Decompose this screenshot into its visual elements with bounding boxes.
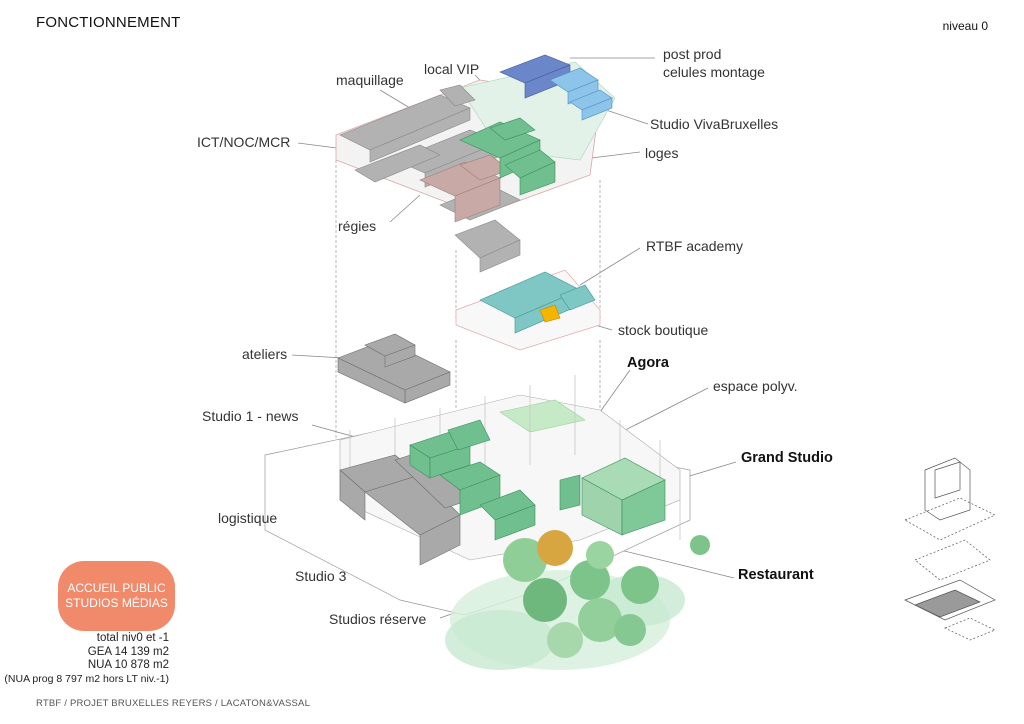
label-studios-reserve: Studios réserve (329, 611, 427, 627)
label-espace-polyv: espace polyv. (713, 378, 798, 394)
label-agora: Agora (627, 355, 669, 371)
badge-line2: STUDIOS MÉDIAS (65, 596, 168, 610)
footer-credit: RTBF / PROJET BRUXELLES REYERS / LACATON… (36, 698, 311, 709)
stats-total: total niv0 et -1 (96, 632, 169, 644)
label-celules-montage: celules montage (663, 64, 765, 80)
stats-nua: NUA 10 878 m2 (87, 659, 169, 671)
label-studio1-news: Studio 1 - news (202, 408, 299, 424)
label-logistique: logistique (218, 510, 278, 526)
level-label: niveau 0 (942, 19, 988, 33)
stats-nua-prog: (NUA prog 8 797 m2 hors LT niv.-1) (4, 672, 169, 685)
label-stock-boutique: stock boutique (618, 322, 709, 338)
stats-gea: GEA 14 139 m2 (87, 645, 169, 658)
label-ict-noc-mcr: ICT/NOC/MCR (197, 134, 291, 150)
badge-line1: ACCUEIL PUBLIC (67, 581, 166, 595)
accueil-public-badge: ACCUEIL PUBLIC STUDIOS MÉDIAS (58, 561, 175, 631)
label-restaurant: Restaurant (738, 567, 814, 583)
page-title: FONCTIONNEMENT (36, 14, 181, 31)
label-post-prod: post prod (663, 46, 722, 62)
label-studio-vivabruxelles: Studio VivaBruxelles (650, 116, 779, 132)
label-regies: régies (338, 218, 377, 234)
area-stats: total niv0 et -1 GEA 14 139 m2 NUA 10 87… (4, 632, 169, 686)
label-studio3: Studio 3 (295, 568, 347, 584)
label-local-vip: local VIP (424, 61, 480, 77)
label-maquillage: maquillage (336, 72, 404, 88)
label-grand-studio: Grand Studio (741, 450, 833, 466)
label-ateliers: ateliers (242, 346, 288, 362)
label-loges: loges (645, 145, 679, 161)
label-rtbf-academy: RTBF academy (646, 238, 743, 254)
